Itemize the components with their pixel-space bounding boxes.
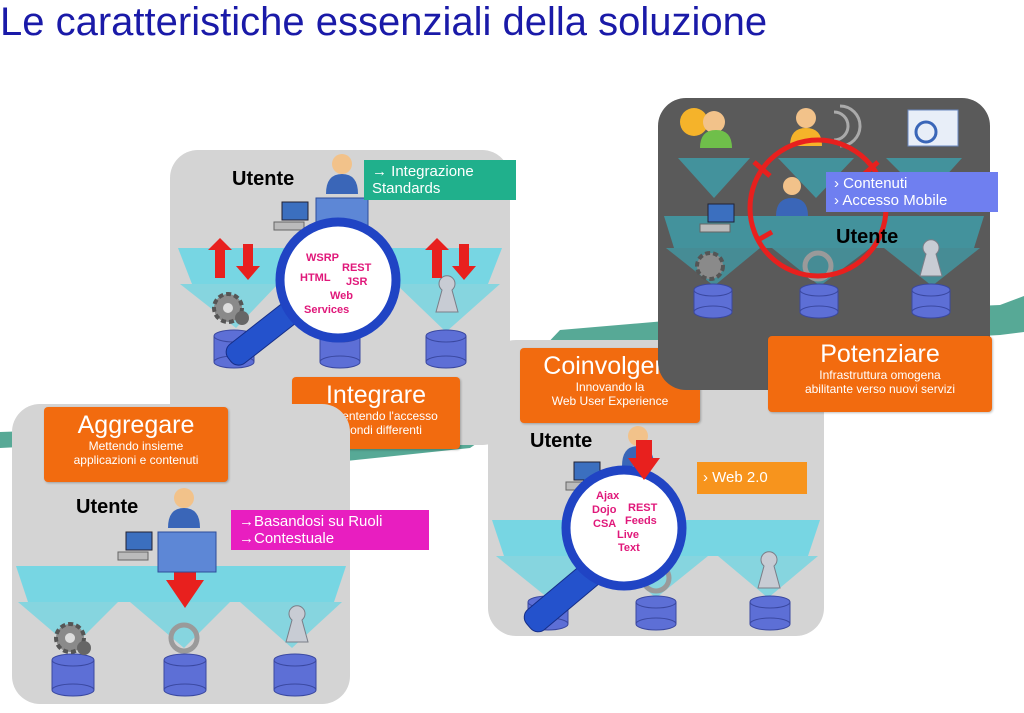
integrare-user-label: Utente: [232, 168, 295, 190]
integrare-keyword: WSRP: [306, 252, 339, 264]
coinvolgere-keyword: Feeds: [625, 515, 657, 527]
coinvolgere-keyword: Ajax: [596, 490, 620, 502]
potenziare-heading: Potenziare: [820, 340, 940, 368]
integrare-keyword: Services: [304, 304, 350, 316]
aggregare-subtitle: Mettendo insieme applicazioni e contenut…: [73, 439, 199, 467]
coinvolgere-keyword: Text: [618, 542, 640, 554]
coinvolgere-keyword: Dojo: [592, 504, 617, 516]
potenziare-diagram: [664, 104, 984, 319]
coinvolgere-box: Coinvolgere Innovando la Web User Experi…: [520, 348, 700, 423]
coinvolgere-keyword: Live: [617, 529, 640, 541]
coinvolgere-tag: › Web 2.0: [697, 462, 807, 494]
integrare-heading: Integrare: [325, 381, 427, 409]
aggregare-heading: Aggregare: [77, 411, 195, 439]
coinvolgere-keyword: REST: [628, 502, 658, 514]
aggregare-diagram: [16, 488, 346, 697]
page-title: Le caratteristiche essenziali della solu…: [0, 0, 768, 44]
integrare-keyword: HTML: [300, 272, 331, 284]
integrare-diagram: [178, 154, 502, 369]
coinvolgere-diagram: [492, 426, 820, 633]
coinvolgere-heading: Coinvolgere: [543, 352, 677, 380]
potenziare-box: Potenziare Infrastruttura omogena abilit…: [768, 336, 992, 412]
aggregare-box: Aggregare Mettendo insieme applicazioni …: [44, 407, 228, 482]
potenziare-user-label: Utente: [836, 226, 899, 248]
aggregare-user-label: Utente: [76, 496, 139, 518]
coinvolgere-user-label: Utente: [530, 430, 593, 452]
integrare-keyword: Web: [330, 290, 354, 302]
integrare-tag: → Integrazione Standards: [364, 160, 516, 200]
aggregare-tag: →Basandosi su Ruoli →Contestuale: [231, 510, 429, 550]
coinvolgere-keyword: CSA: [593, 518, 617, 530]
potenziare-subtitle: Infrastruttura omogena abilitante verso …: [804, 368, 956, 396]
integrare-keyword: JSR: [346, 276, 368, 288]
coinvolgere-subtitle: Innovando la Web User Experience: [551, 380, 669, 408]
potenziare-tag: › Contenuti › Accesso Mobile: [826, 172, 998, 212]
integrare-keyword: REST: [342, 262, 372, 274]
